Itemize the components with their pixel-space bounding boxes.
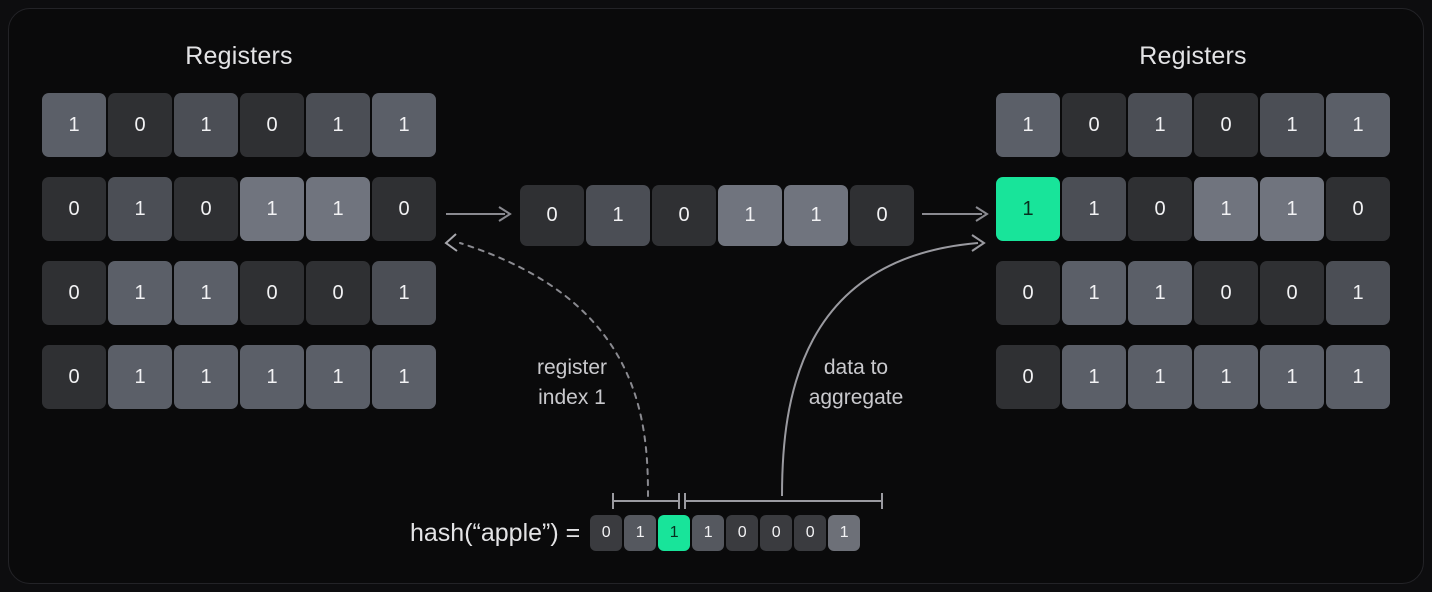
selected-register-cell-1: 1: [586, 185, 650, 246]
selected-register-cell-0: 0: [520, 185, 584, 246]
register-before-cell-r0-c2: 1: [174, 93, 238, 157]
register-before-cell-r1-c3: 1: [240, 177, 304, 241]
register-after-cell-r2-c3: 0: [1194, 261, 1258, 325]
register-before-cell-r3-c5: 1: [372, 345, 436, 409]
hash-bit-1: 1: [624, 515, 657, 551]
registers-title-left: Registers: [185, 42, 293, 70]
register-before-cell-r2-c2: 1: [174, 261, 238, 325]
register-after-cell-r3-c4: 1: [1260, 345, 1324, 409]
register-before-cell-r1-c2: 0: [174, 177, 238, 241]
register-after-cell-r1-c3: 1: [1194, 177, 1258, 241]
register-before-cell-r3-c2: 1: [174, 345, 238, 409]
register-before-cell-r2-c1: 1: [108, 261, 172, 325]
register-after-cell-r1-c4: 1: [1260, 177, 1324, 241]
register-after-cell-r0-c5: 1: [1326, 93, 1390, 157]
register-before-cell-r2-c4: 0: [306, 261, 370, 325]
registers-title-right: Registers: [1139, 42, 1247, 70]
register-after-cell-r0-c1: 0: [1062, 93, 1126, 157]
selected-register-cell-3: 1: [718, 185, 782, 246]
register-before-cell-r0-c3: 0: [240, 93, 304, 157]
hash-bit-5: 0: [760, 515, 793, 551]
register-after-cell-r2-c0: 0: [996, 261, 1060, 325]
register-after-cell-r1-c1: 1: [1062, 177, 1126, 241]
hash-label: hash(“apple”) =: [410, 518, 581, 547]
annotation-data-to-aggregate: data to aggregate: [808, 356, 904, 409]
register-before-cell-r1-c4: 1: [306, 177, 370, 241]
register-after-cell-r1-c5: 0: [1326, 177, 1390, 241]
register-after-cell-r3-c3: 1: [1194, 345, 1258, 409]
register-before-cell-r0-c1: 0: [108, 93, 172, 157]
register-after-cell-r1-c2: 0: [1128, 177, 1192, 241]
hash-bit-3: 1: [692, 515, 725, 551]
selected-register-cell-5: 0: [850, 185, 914, 246]
selected-register-cell-4: 1: [784, 185, 848, 246]
register-before-cell-r1-c5: 0: [372, 177, 436, 241]
register-before-cell-r3-c0: 0: [42, 345, 106, 409]
register-after-cell-r2-c2: 1: [1128, 261, 1192, 325]
register-after-cell-r3-c0: 0: [996, 345, 1060, 409]
register-before-cell-r3-c4: 1: [306, 345, 370, 409]
register-before-cell-r2-c5: 1: [372, 261, 436, 325]
register-after-cell-r0-c3: 0: [1194, 93, 1258, 157]
hash-bit-6: 0: [794, 515, 827, 551]
selected-register-cell-2: 0: [652, 185, 716, 246]
register-before-cell-r3-c3: 1: [240, 345, 304, 409]
register-after-cell-r1-c0: 1: [996, 177, 1060, 241]
annotation-register-index: register index 1: [536, 356, 608, 409]
register-after-cell-r3-c5: 1: [1326, 345, 1390, 409]
register-before-cell-r3-c1: 1: [108, 345, 172, 409]
register-after-cell-r0-c0: 1: [996, 93, 1060, 157]
register-before-cell-r2-c3: 0: [240, 261, 304, 325]
hash-bit-2: 1: [658, 515, 691, 551]
register-after-cell-r2-c5: 1: [1326, 261, 1390, 325]
register-before-cell-r0-c0: 1: [42, 93, 106, 157]
register-before-cell-r0-c4: 1: [306, 93, 370, 157]
register-after-cell-r0-c4: 1: [1260, 93, 1324, 157]
register-after-cell-r2-c4: 0: [1260, 261, 1324, 325]
register-after-cell-r0-c2: 1: [1128, 93, 1192, 157]
hash-bit-7: 1: [828, 515, 861, 551]
register-before-cell-r1-c0: 0: [42, 177, 106, 241]
hash-bit-0: 0: [590, 515, 623, 551]
register-after-cell-r3-c1: 1: [1062, 345, 1126, 409]
register-before-cell-r0-c5: 1: [372, 93, 436, 157]
register-after-cell-r2-c1: 1: [1062, 261, 1126, 325]
register-before-cell-r2-c0: 0: [42, 261, 106, 325]
register-after-cell-r3-c2: 1: [1128, 345, 1192, 409]
hash-bit-4: 0: [726, 515, 759, 551]
register-before-cell-r1-c1: 1: [108, 177, 172, 241]
